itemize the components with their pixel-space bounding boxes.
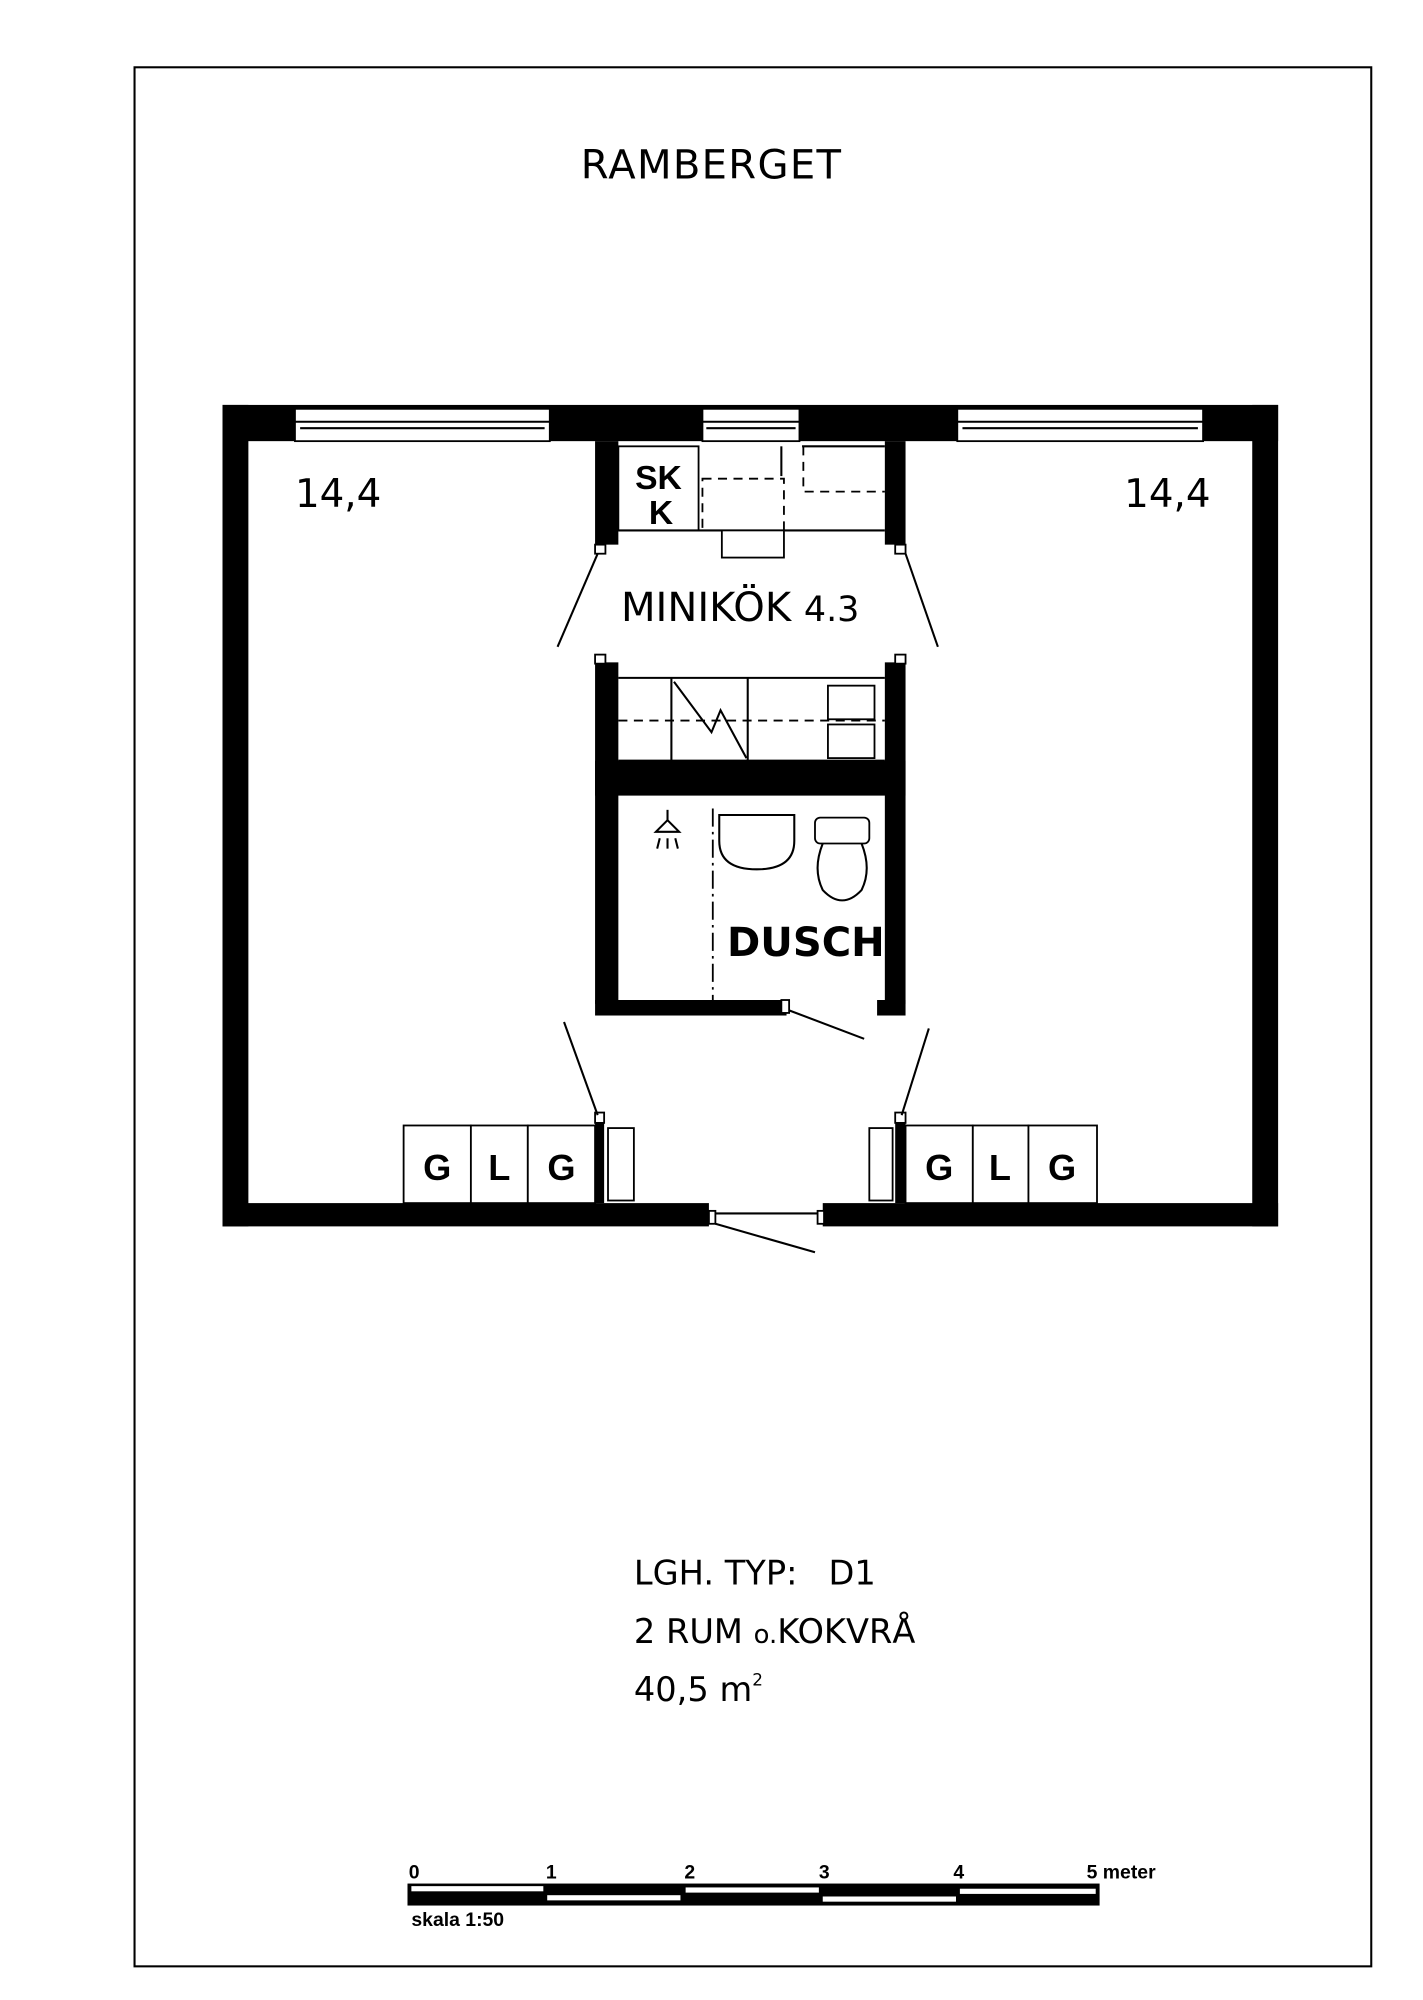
svg-text:40,5 m2: 40,5 m2 bbox=[634, 1670, 763, 1710]
svg-text:G: G bbox=[925, 1147, 953, 1188]
sink-icon bbox=[718, 813, 796, 871]
svg-text:G: G bbox=[1048, 1147, 1076, 1188]
svg-text:4: 4 bbox=[953, 1861, 964, 1883]
svg-text:L: L bbox=[488, 1147, 510, 1188]
bathroom: DUSCH bbox=[653, 808, 885, 1001]
toilet-icon bbox=[814, 816, 871, 902]
svg-text:G: G bbox=[423, 1147, 451, 1188]
apartment-info: LGH. TYP:D1 2 RUM o.KOKVRÅ 40,5 m2 bbox=[634, 1554, 915, 1709]
svg-text:5 meter: 5 meter bbox=[1087, 1861, 1156, 1883]
svg-text:1: 1 bbox=[546, 1861, 557, 1883]
wardrobes-left: G L G bbox=[402, 1124, 635, 1205]
plan-title: RAMBERGET bbox=[581, 143, 842, 189]
page-border bbox=[133, 66, 1373, 1968]
wardrobes-right: G L G bbox=[868, 1124, 1098, 1205]
closet-label-sk: SK bbox=[635, 460, 682, 497]
kitchen-label: MINIKÖK 4.3 bbox=[621, 583, 859, 631]
stove-icon bbox=[673, 681, 748, 759]
closet-label-k: K bbox=[649, 495, 673, 532]
closet-sk: SK K bbox=[617, 445, 885, 559]
svg-text:skala 1:50: skala 1:50 bbox=[411, 1909, 504, 1931]
svg-text:LGH. TYP:D1: LGH. TYP:D1 bbox=[634, 1554, 876, 1593]
windows bbox=[294, 407, 1204, 443]
left-room-area: 14,4 bbox=[295, 472, 381, 517]
interior-walls bbox=[594, 441, 907, 1225]
svg-text:3: 3 bbox=[819, 1861, 830, 1883]
scale-bar: 0 1 2 3 4 5 meter skala 1:50 bbox=[407, 1861, 1156, 1931]
shower-icon bbox=[653, 809, 682, 849]
svg-text:2 RUM o.KOKVRÅ: 2 RUM o.KOKVRÅ bbox=[634, 1611, 915, 1651]
right-room-area: 14,4 bbox=[1124, 472, 1210, 517]
svg-text:0: 0 bbox=[409, 1861, 420, 1883]
svg-text:L: L bbox=[989, 1147, 1011, 1188]
svg-text:G: G bbox=[547, 1147, 575, 1188]
bathroom-label: DUSCH bbox=[727, 920, 885, 966]
door-swings bbox=[556, 553, 939, 1254]
kitchen-counter bbox=[618, 676, 885, 762]
svg-text:2: 2 bbox=[684, 1861, 695, 1883]
